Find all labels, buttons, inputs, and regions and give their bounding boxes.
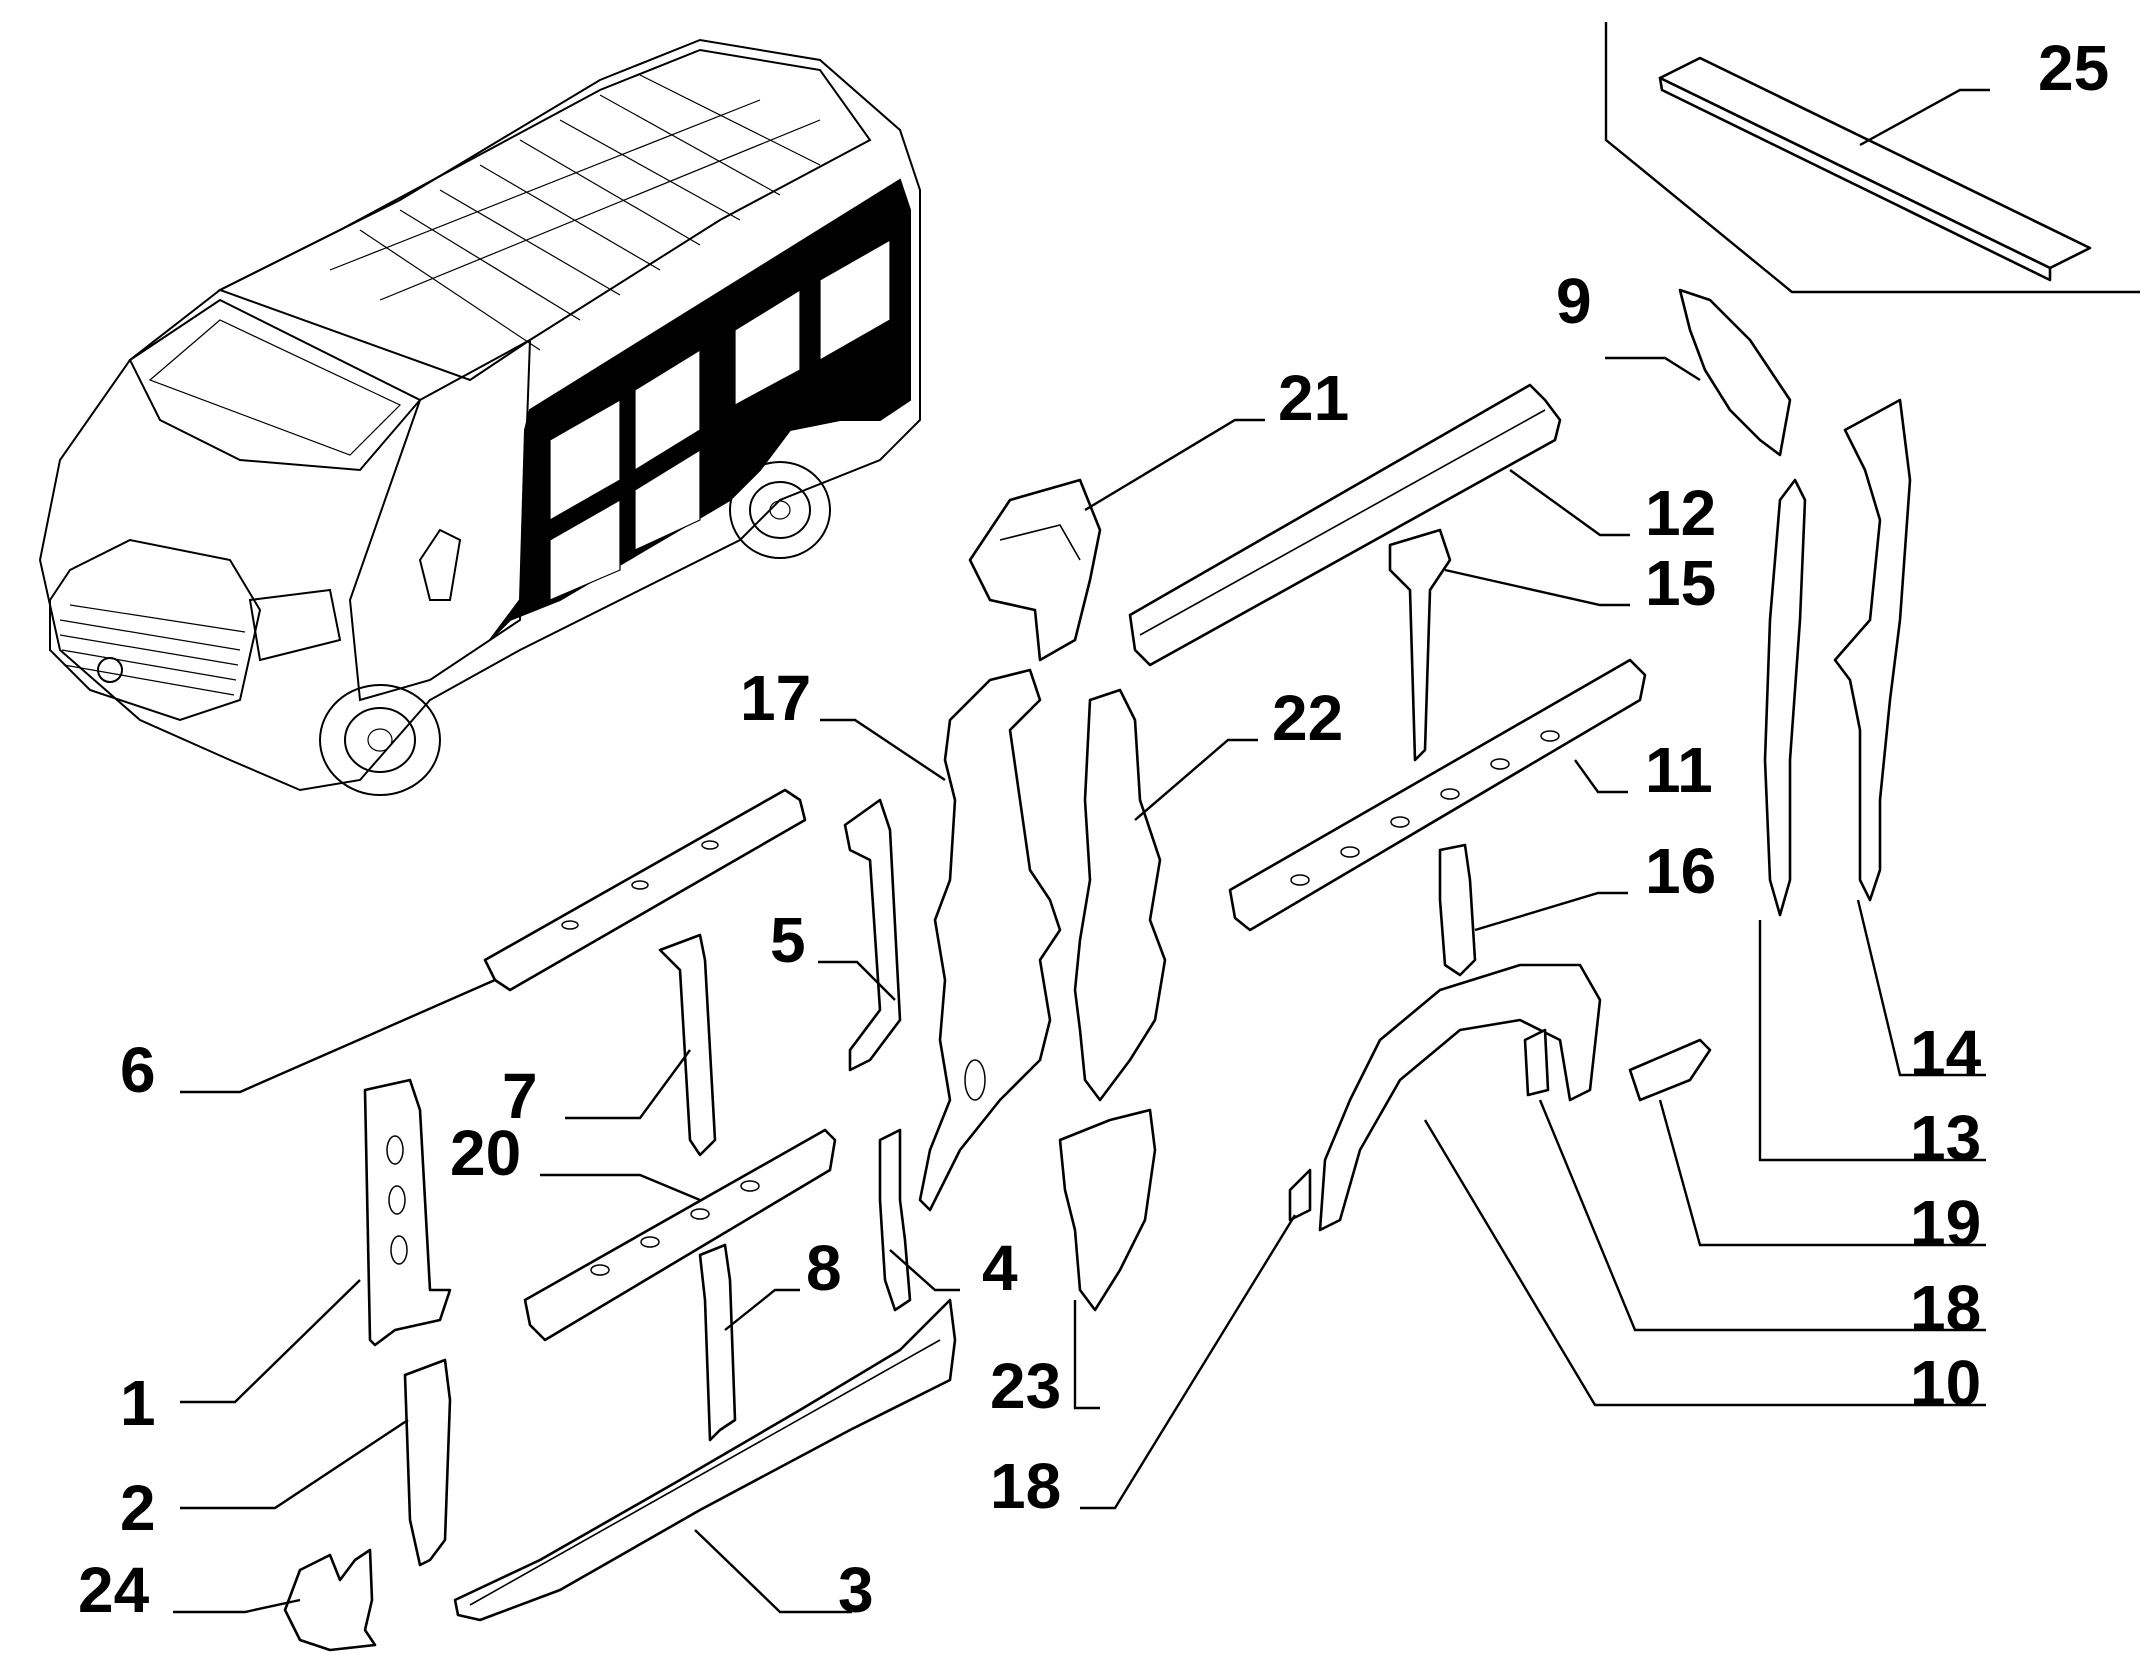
callout-12: 12 xyxy=(1645,477,1716,549)
van-illustration xyxy=(38,38,921,796)
leader-23 xyxy=(1073,1300,1100,1410)
leader-18a xyxy=(1538,1099,1986,1332)
leader-7 xyxy=(565,1049,691,1120)
leader-8 xyxy=(724,1288,800,1331)
callout-7: 7 xyxy=(502,1060,538,1132)
leader-lines xyxy=(173,88,1990,1614)
leader-3 xyxy=(694,1529,852,1614)
callout-17: 17 xyxy=(740,662,811,734)
callout-9: 9 xyxy=(1556,265,1592,337)
callout-20: 20 xyxy=(450,1117,521,1189)
leader-12 xyxy=(1509,469,1630,537)
callout-23: 23 xyxy=(990,1350,1061,1422)
callout-18a: 18 xyxy=(1910,1272,1981,1344)
callout-4: 4 xyxy=(982,1232,1018,1304)
leader-10 xyxy=(1423,1119,1986,1407)
callout-5: 5 xyxy=(770,904,806,976)
leader-4 xyxy=(889,1249,960,1292)
leader-14 xyxy=(1856,899,1986,1077)
leader-15 xyxy=(1444,568,1630,607)
callout-labels: 1 2 3 4 5 6 7 8 9 10 11 12 13 14 15 16 1… xyxy=(78,32,2109,1626)
leader-13 xyxy=(1758,920,1986,1162)
part-25-box xyxy=(1604,22,2140,294)
part-shapes xyxy=(283,288,1912,1652)
leader-11 xyxy=(1574,759,1628,794)
leader-18b xyxy=(1080,1214,1297,1510)
leader-2 xyxy=(180,1418,409,1510)
leader-22 xyxy=(1134,738,1258,821)
callout-8: 8 xyxy=(806,1232,842,1304)
callout-14: 14 xyxy=(1910,1017,1982,1089)
callout-19: 19 xyxy=(1910,1187,1981,1259)
leader-9 xyxy=(1605,356,1701,382)
callout-6: 6 xyxy=(120,1034,156,1106)
callout-10: 10 xyxy=(1910,1347,1981,1419)
callout-24: 24 xyxy=(78,1554,150,1626)
callout-3: 3 xyxy=(838,1554,874,1626)
leader-17 xyxy=(820,718,946,781)
leader-20 xyxy=(540,1173,701,1202)
callout-11: 11 xyxy=(1645,734,1713,806)
callout-18b: 18 xyxy=(990,1450,1061,1522)
callout-25: 25 xyxy=(2038,32,2109,104)
callout-13: 13 xyxy=(1910,1102,1981,1174)
leader-24 xyxy=(173,1598,301,1614)
leader-1 xyxy=(180,1279,361,1404)
leader-21 xyxy=(1084,418,1265,512)
callout-1: 1 xyxy=(120,1367,156,1439)
callout-21: 21 xyxy=(1278,362,1349,434)
leader-6 xyxy=(180,978,496,1094)
leader-16 xyxy=(1474,891,1628,932)
leader-25 xyxy=(1859,88,1990,147)
callout-2: 2 xyxy=(120,1472,156,1544)
leader-5 xyxy=(818,960,896,1001)
callout-22: 22 xyxy=(1272,682,1343,754)
leader-19 xyxy=(1658,1099,1986,1247)
callout-16: 16 xyxy=(1645,835,1716,907)
callout-15: 15 xyxy=(1645,547,1716,619)
